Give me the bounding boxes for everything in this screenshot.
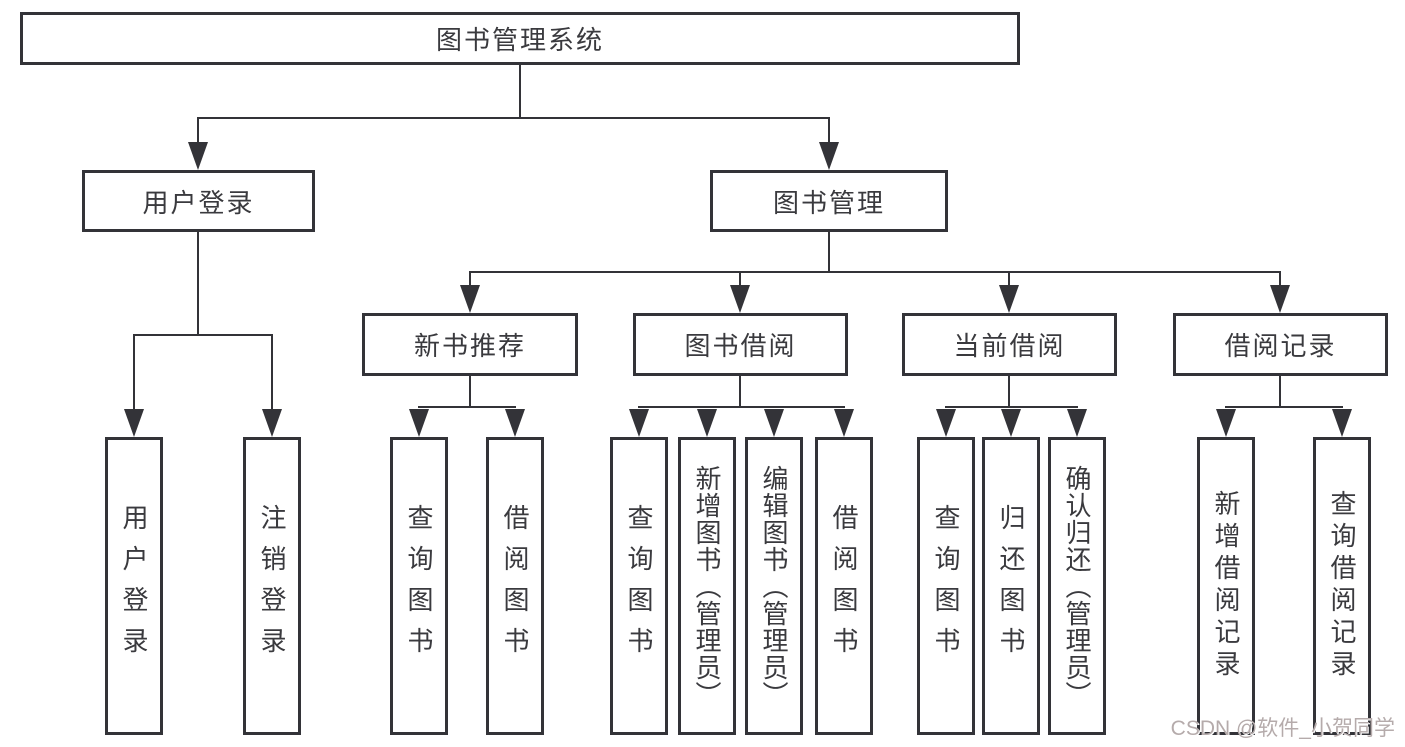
connector-line (1008, 271, 1010, 288)
connector-line (828, 117, 830, 145)
arrow-down-icon (730, 285, 750, 313)
leaf-borrow-books-recommend: 借阅图书 (486, 437, 544, 735)
node-label: 借阅记录 (1224, 331, 1337, 361)
arrow-down-icon (834, 409, 854, 437)
node-book-management: 图书管理 (710, 170, 948, 232)
arrow-down-icon (1332, 409, 1352, 437)
arrow-down-icon (629, 409, 649, 437)
connector-line (133, 334, 135, 412)
arrow-down-icon (819, 142, 839, 170)
connector-line (1279, 376, 1281, 408)
node-root: 图书管理系统 (20, 12, 1020, 65)
node-label: 用户登录 (142, 187, 255, 218)
leaf-logout: 注销登录 (243, 437, 301, 735)
node-label: 借阅图书 (829, 504, 859, 668)
connector-line (469, 376, 471, 408)
connector-line (197, 232, 199, 336)
arrow-down-icon (262, 409, 282, 437)
leaf-query-borrow-record: 查询借阅记录 (1313, 437, 1371, 735)
connector-line (638, 406, 845, 408)
node-label: 归还图书 (996, 504, 1026, 668)
connector-line (197, 117, 199, 145)
node-user-login: 用户登录 (82, 170, 315, 232)
node-borrow-records: 借阅记录 (1173, 313, 1388, 376)
arrow-down-icon (409, 409, 429, 437)
node-label: 借阅图书 (500, 504, 530, 668)
node-label: 图书借阅 (684, 331, 797, 361)
arrow-down-icon (124, 409, 144, 437)
node-label: 当前借阅 (953, 331, 1066, 361)
node-label: 查询图书 (404, 504, 434, 668)
arrow-down-icon (764, 409, 784, 437)
connector-line (469, 271, 1281, 273)
connector-line (519, 65, 521, 119)
arrow-down-icon (697, 409, 717, 437)
node-book-borrow: 图书借阅 (633, 313, 848, 376)
node-label: 查询图书 (931, 504, 961, 668)
node-label: 注销登录 (257, 504, 287, 668)
node-current-borrow: 当前借阅 (902, 313, 1117, 376)
connector-line (828, 232, 830, 273)
connector-line (739, 376, 741, 408)
watermark-text: CSDN @软件_小贺同学 (1170, 717, 1395, 740)
connector-line (197, 117, 830, 119)
node-label: 查询图书 (624, 504, 654, 668)
connector-line (1279, 271, 1281, 288)
leaf-edit-books-admin: 编辑图书（管理员） (745, 437, 803, 735)
arrow-down-icon (1216, 409, 1236, 437)
node-label: 新增借阅记录 (1211, 490, 1241, 682)
connector-line (271, 334, 273, 412)
leaf-add-books-admin: 新增图书（管理员） (678, 437, 736, 735)
arrow-down-icon (1270, 285, 1290, 313)
arrow-down-icon (1001, 409, 1021, 437)
connector-line (469, 271, 471, 288)
leaf-user-login: 用户登录 (105, 437, 163, 735)
node-label: 图书管理系统 (435, 25, 604, 55)
leaf-return-books: 归还图书 (982, 437, 1040, 735)
arrow-down-icon (460, 285, 480, 313)
arrow-down-icon (505, 409, 525, 437)
leaf-add-borrow-record: 新增借阅记录 (1197, 437, 1255, 735)
node-label: 新增图书（管理员） (692, 464, 722, 708)
node-label: 新书推荐 (413, 331, 526, 361)
leaf-confirm-return-admin: 确认归还（管理员） (1048, 437, 1106, 735)
connector-line (1225, 406, 1343, 408)
arrow-down-icon (1067, 409, 1087, 437)
node-label: 图书管理 (772, 187, 885, 218)
leaf-query-books-current: 查询图书 (917, 437, 975, 735)
node-label: 确认归还（管理员） (1062, 464, 1092, 708)
connector-line (133, 334, 273, 336)
connector-line (739, 271, 741, 288)
node-label: 用户登录 (119, 504, 149, 668)
arrow-down-icon (999, 285, 1019, 313)
arrow-down-icon (188, 142, 208, 170)
node-label: 编辑图书（管理员） (759, 464, 789, 708)
leaf-borrow-books: 借阅图书 (815, 437, 873, 735)
leaf-query-books-recommend: 查询图书 (390, 437, 448, 735)
connector-line (945, 406, 1078, 408)
node-new-book-recommend: 新书推荐 (362, 313, 578, 376)
connector-line (1008, 376, 1010, 408)
arrow-down-icon (936, 409, 956, 437)
leaf-query-books-borrow: 查询图书 (610, 437, 668, 735)
node-label: 查询借阅记录 (1327, 490, 1357, 682)
connector-line (418, 406, 516, 408)
